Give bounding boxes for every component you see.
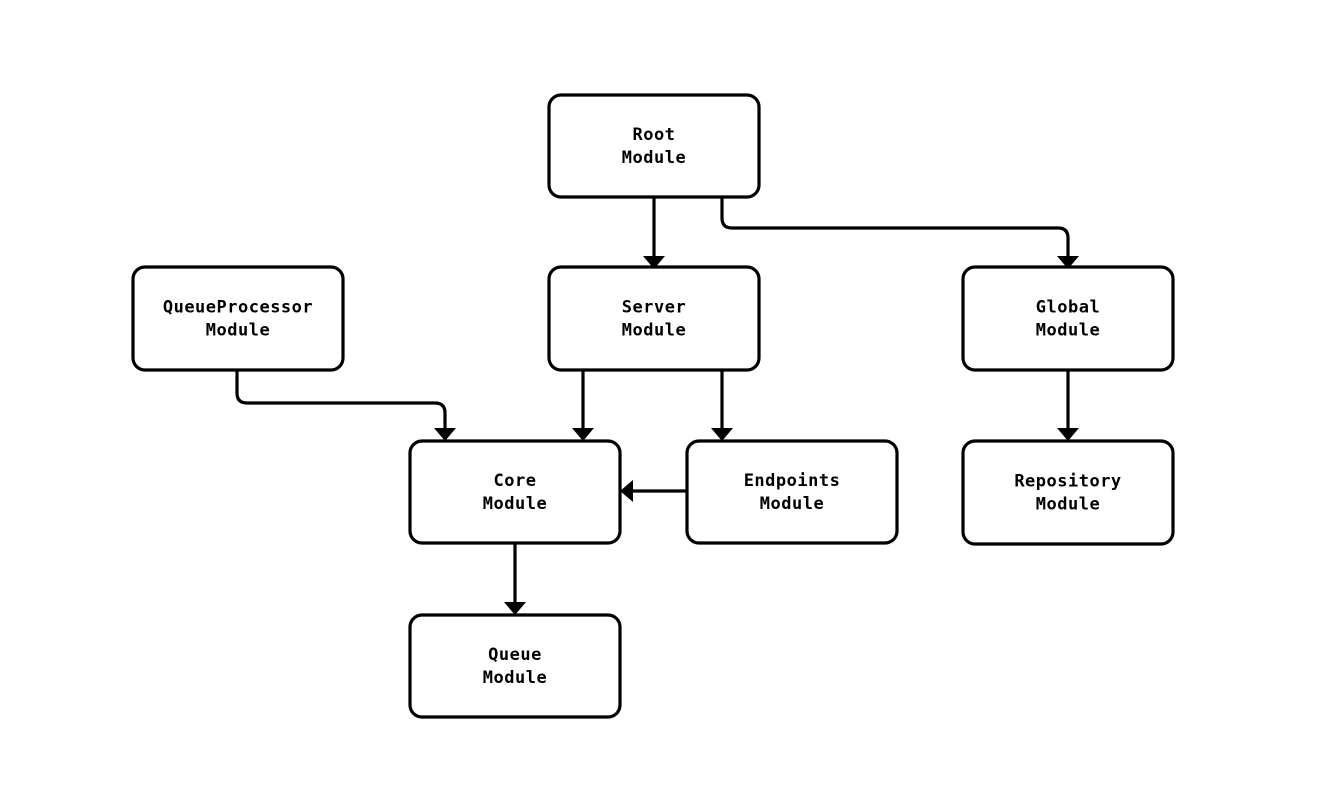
edge-arrowhead xyxy=(1057,428,1079,441)
edge-arrowhead xyxy=(711,428,733,441)
edge-server-to-endpoints xyxy=(711,370,733,441)
node-label-line2: Module xyxy=(760,494,824,514)
node-label-line1: Root xyxy=(633,125,676,145)
node-box[interactable] xyxy=(547,93,761,199)
node-label-line2: Module xyxy=(1036,321,1100,341)
nodes-layer: RootModuleQueueProcessorModuleServerModu… xyxy=(131,93,1175,719)
node-label-line1: Queue xyxy=(488,645,542,665)
node-label-line1: Global xyxy=(1036,298,1100,318)
edge-core-to-queue xyxy=(504,543,526,615)
edge-line xyxy=(235,370,447,430)
edge-root-to-server xyxy=(643,197,665,269)
node-label-line1: Server xyxy=(622,298,686,318)
node-box[interactable] xyxy=(408,439,622,545)
edge-arrowhead xyxy=(434,428,456,441)
edge-arrowhead xyxy=(1057,256,1079,269)
edge-global-to-repository xyxy=(1057,370,1079,441)
edge-arrowhead xyxy=(572,428,594,441)
node-label-line1: Core xyxy=(494,471,537,491)
node-label-line1: Repository xyxy=(1014,472,1121,492)
node-label-line2: Module xyxy=(1036,495,1100,515)
node-box[interactable] xyxy=(547,265,761,372)
node-label-line1: QueueProcessor xyxy=(163,298,313,318)
node-box[interactable] xyxy=(961,439,1175,546)
node-label-line2: Module xyxy=(622,321,686,341)
edge-server-to-core xyxy=(572,370,594,441)
edge-queueprocessor-to-core xyxy=(235,370,456,441)
node-box[interactable] xyxy=(408,613,622,719)
edge-arrowhead xyxy=(620,480,633,502)
edge-endpoints-to-core xyxy=(620,480,687,502)
node-label-line2: Module xyxy=(206,321,270,341)
node-box[interactable] xyxy=(131,265,345,372)
node-label-line2: Module xyxy=(483,668,547,688)
edge-line xyxy=(720,197,1070,258)
node-label-line2: Module xyxy=(622,148,686,168)
node-label-line2: Module xyxy=(483,494,547,514)
edges-layer xyxy=(235,197,1079,615)
node-box[interactable] xyxy=(961,265,1175,372)
edge-arrowhead xyxy=(643,256,665,269)
node-box[interactable] xyxy=(685,439,899,545)
node-label-line1: Endpoints xyxy=(744,471,841,491)
edge-arrowhead xyxy=(504,602,526,615)
edge-root-to-global xyxy=(720,197,1079,269)
